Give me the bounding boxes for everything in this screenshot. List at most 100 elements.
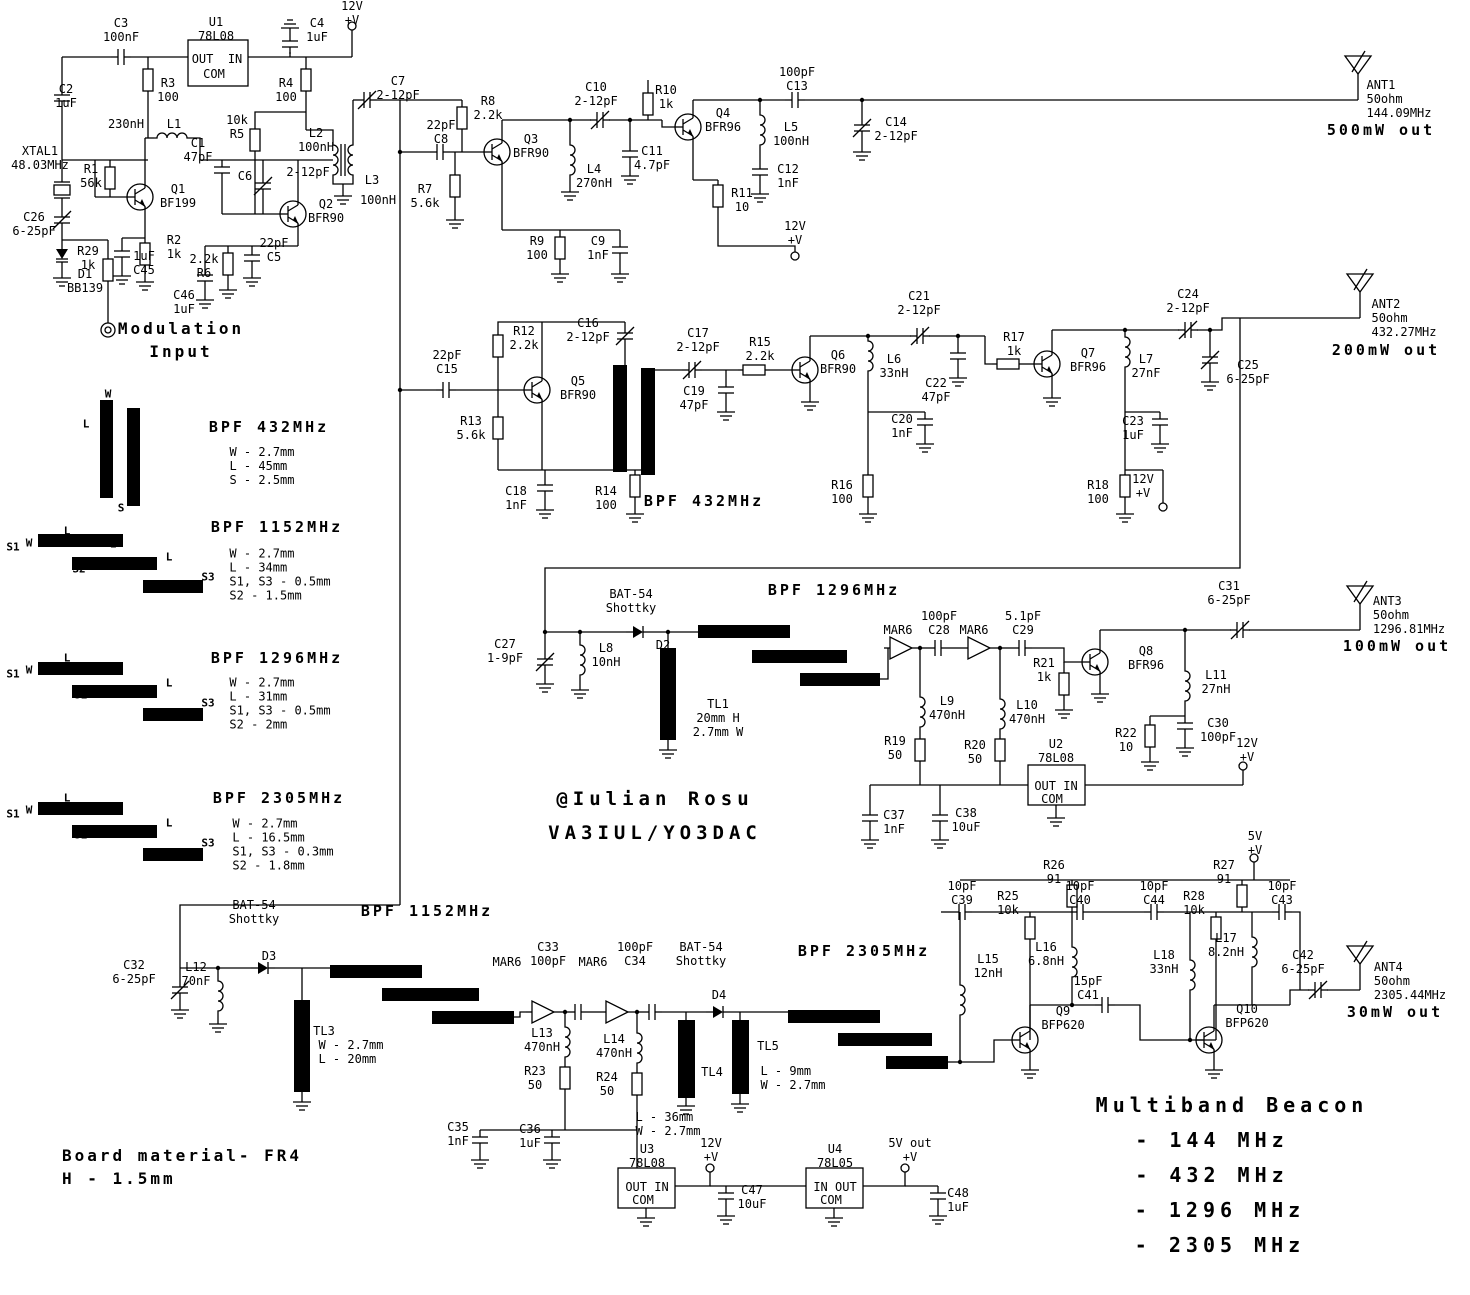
oscillator_144-r9-label: R9 100 xyxy=(526,233,548,262)
filter_specs-spec1152-title-label: BPF 1152MHz xyxy=(210,518,344,537)
annotations-credit-label: @Iulian Rosu VA3IUL/YO3DAC xyxy=(548,787,762,844)
stage_1296-r21-label: R21 1k xyxy=(1033,655,1055,684)
stage_2305-c35-label: C35 1nF xyxy=(447,1119,469,1148)
v5-terminal xyxy=(1249,853,1259,863)
stage_2305-c41-label: 15pF C41 xyxy=(1073,973,1103,1002)
oscillator_144-r8-label: R8 2.2k xyxy=(473,93,503,122)
oscillator_144-c12-label: C12 1nF xyxy=(777,161,799,190)
stage_1296-u2-com-label: COM xyxy=(1041,791,1063,806)
oscillator_144-q3-label: Q3 BFR90 xyxy=(512,131,550,160)
stage_432-q7-label: Q7 BFR96 xyxy=(1069,345,1107,374)
filter_specs-spec1152-l3-label: L xyxy=(165,550,173,564)
filter_specs-spec432-w-label: W xyxy=(104,387,112,401)
stage_432-c20-label: C20 1nF xyxy=(891,411,913,440)
stage_2305-r27-label: R27 91 xyxy=(1213,857,1235,886)
oscillator_144-q4-label: Q4 BFR96 xyxy=(704,105,742,134)
v12-terminal xyxy=(790,251,800,261)
spec432-bar xyxy=(100,400,113,498)
power-u3-ref-label: U3 78L08 xyxy=(628,1141,666,1170)
stage_432-r15-label: R15 2.2k xyxy=(745,334,775,363)
bpf1296-stripline-3 xyxy=(800,673,880,686)
stage_2305-l13-label: L13 470nH xyxy=(523,1025,561,1054)
annotations-beacon-title-label: Multiband Beacon xyxy=(1095,1093,1369,1118)
stage_2305-l15-label: L15 12nH xyxy=(973,951,1003,980)
stage_1296-tl1-label: TL1 20mm H 2.7mm W xyxy=(692,696,744,740)
filter_specs-spec1296-l3-label: L xyxy=(165,676,173,690)
oscillator_144-r10-label: R10 1k xyxy=(655,82,677,111)
stage_432-q6-label: Q6 BFR90 xyxy=(819,347,857,376)
stage_2305-bpf2305-label-label: BPF 2305MHz xyxy=(797,942,931,961)
stage_2305-r24-label: R24 50 xyxy=(596,1069,618,1098)
spec432-bar xyxy=(127,408,140,506)
stage1-144mhz-graphics xyxy=(52,19,1372,905)
stage_432-c22-label: C22 47pF xyxy=(921,375,951,404)
stage_432-r14-label: R14 100 xyxy=(595,483,617,512)
oscillator_144-v12-q4-label: 12V +V xyxy=(784,218,806,247)
stage_2305-v5-top-label: 5V +V xyxy=(1247,828,1263,857)
oscillator_144-c3-label: C3 100nF xyxy=(102,15,140,44)
stage_432-r16-label: R16 100 xyxy=(831,477,853,506)
stage_1296-c29-label: 5.1pF C29 xyxy=(1004,608,1042,637)
junction-dots xyxy=(215,97,1213,1065)
stage_1296-v12-1296-label: 12V +V xyxy=(1236,735,1258,764)
spec2305-bar xyxy=(38,802,123,815)
bpf432-stripline-2 xyxy=(641,368,655,475)
filter_specs-spec2305-s3-label: S3 xyxy=(201,836,215,850)
stage_2305-l16-label: L16 6.8nH xyxy=(1027,939,1065,968)
power-u4-pins-label: IN OUT xyxy=(813,1179,857,1194)
stage_2305-tl5-ref-label: TL5 xyxy=(757,1038,779,1053)
bpf1152-stripline-2 xyxy=(382,988,479,1001)
oscillator_144-d1-label: D1 BB139 xyxy=(66,266,104,295)
v5-out-terminal xyxy=(900,1163,910,1173)
v12-terminal xyxy=(705,1163,715,1173)
stage_432-r17-label: R17 1k xyxy=(1003,329,1025,358)
filter_specs-spec1296-l2-label: L xyxy=(109,664,117,678)
stage_2305-q10-label: Q10 BFP620 xyxy=(1225,1001,1269,1030)
filter_specs-spec2305-s1-label: S1 xyxy=(6,807,20,821)
annotations-beacon-144-label: - 144 MHz xyxy=(1135,1128,1289,1153)
power-v12-reg-label: 12V +V xyxy=(700,1135,722,1164)
filter_specs-spec1296-title-label: BPF 1296MHz xyxy=(210,649,344,668)
stage_2305-mar6-c-label: MAR6 xyxy=(492,954,522,969)
filter_specs-spec1296-w-label: W xyxy=(25,663,33,677)
stage_2305-out-2305-label: 30mW out xyxy=(1346,1003,1444,1022)
filter_specs-spec2305-l1-label: L xyxy=(63,791,71,805)
stage_1296-l11-label: L11 27nH xyxy=(1201,667,1231,696)
stage_1296-l10-label: L10 470nH xyxy=(1008,697,1046,726)
stage_432-c21-label: C21 2-12pF xyxy=(897,288,941,317)
power-v5-out-label: 5V out +V xyxy=(888,1135,932,1164)
stage_432-r13-label: R13 5.6k xyxy=(456,413,486,442)
oscillator_144-r11-label: R11 10 xyxy=(731,185,753,214)
stage_1296-l8-label: L8 10nH xyxy=(591,640,621,669)
stage_1296-c38-label: C38 10uF xyxy=(951,805,981,834)
stage_432-r12-label: R12 2.2k xyxy=(509,323,539,352)
stage_2305-c33-label: C33 100pF xyxy=(529,939,567,968)
oscillator_144-c6-val-label: 2-12pF xyxy=(286,164,330,179)
oscillator_144-q1-label: Q1 BF199 xyxy=(159,181,197,210)
stage_2305-d4-ref-label: D4 xyxy=(711,987,727,1002)
stage_2305-c44-label: 10pF C44 xyxy=(1139,878,1169,907)
bpf2305-stripline-3 xyxy=(886,1056,948,1069)
spec1296-bar xyxy=(143,708,203,721)
stage_432-c17-label: C17 2-12pF xyxy=(676,325,720,354)
oscillator_144-xtal1-label: XTAL1 48.03MHz xyxy=(11,143,69,172)
oscillator_144-r6-label: 2.2k R6 xyxy=(189,251,219,280)
stage_1296-d2-ref-label: D2 xyxy=(655,637,671,652)
stage_1296-mar6-b-label: MAR6 xyxy=(959,622,989,637)
stage_2305-r28-label: R28 10k xyxy=(1183,888,1205,917)
stage_1296-ant3-label: ANT3 50ohm 1296.81MHz xyxy=(1372,593,1446,637)
v12-terminal xyxy=(1158,502,1168,512)
filter-spec-drawings xyxy=(38,400,203,861)
stage_432-bpf432-label-label: BPF 432MHz xyxy=(643,492,765,511)
power-u4-com-label: COM xyxy=(820,1192,842,1207)
filter_specs-spec2305-l2-label: L xyxy=(107,804,115,818)
stage_2305-d3-ref-label: D3 xyxy=(261,948,277,963)
stage_432-c16-label: C16 2-12pF xyxy=(566,315,610,344)
oscillator_144-c46-label: C46 1uF xyxy=(173,287,195,316)
stage_432-c23-label: C23 1uF xyxy=(1122,413,1144,442)
modulation-input-jack xyxy=(100,322,116,338)
filter_specs-spec2305-title-label: BPF 2305MHz xyxy=(212,789,346,808)
stage_2305-c34-label: 100pF C34 xyxy=(616,939,654,968)
stage_2305-tl3-ref-label: TL3 xyxy=(313,1023,335,1038)
